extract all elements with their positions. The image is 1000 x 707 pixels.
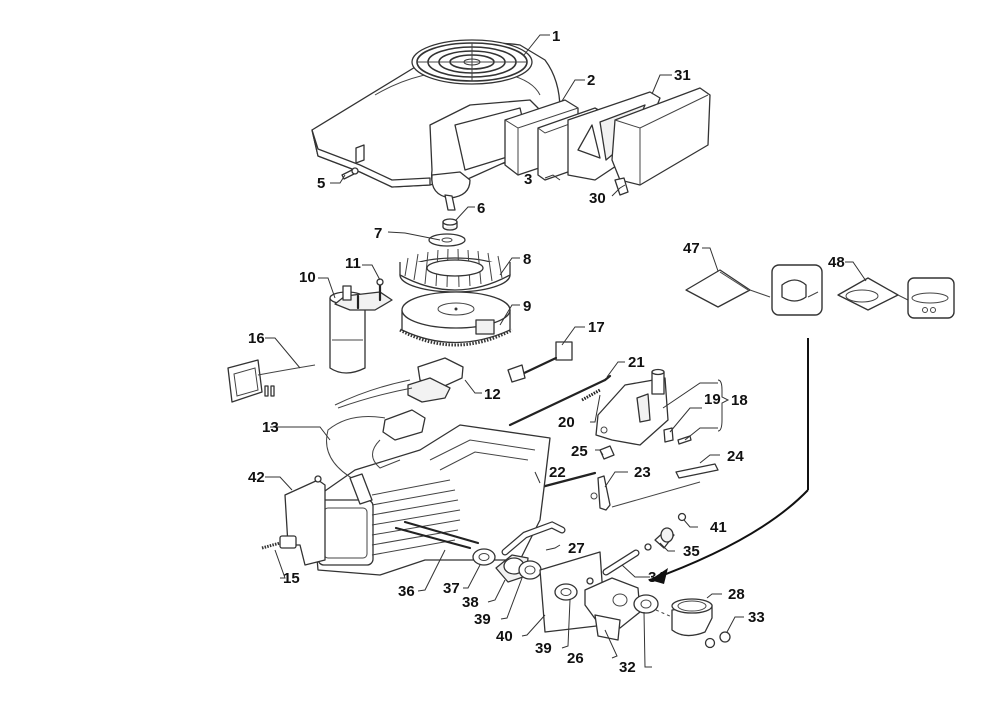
callout-16: 16: [248, 330, 265, 347]
callout-34: 34: [648, 569, 665, 586]
callout-8: 8: [523, 251, 531, 268]
callout-42: 42: [248, 469, 265, 486]
callout-31: 31: [674, 67, 691, 84]
callout-38: 38: [462, 594, 479, 611]
studs[interactable]: [394, 520, 480, 550]
washer[interactable]: [428, 233, 466, 247]
fuel-hose[interactable]: [602, 543, 652, 576]
callout-27: 27: [568, 540, 585, 557]
bolt[interactable]: [599, 445, 615, 460]
carburetor[interactable]: [584, 577, 641, 641]
callout-35: 35: [683, 543, 700, 560]
callout-3: 3: [524, 171, 532, 188]
gasket-32[interactable]: [633, 594, 659, 614]
callout-21: 21: [628, 354, 645, 371]
callout-24: 24: [727, 448, 744, 465]
governor-lever[interactable]: [590, 475, 701, 511]
solenoid[interactable]: [507, 341, 573, 383]
gasket-39[interactable]: [518, 560, 542, 580]
flywheel-nut[interactable]: [442, 218, 458, 231]
flywheel[interactable]: [399, 291, 513, 347]
spring[interactable]: [581, 388, 601, 402]
callout-5: 5: [317, 175, 325, 192]
callout-28: 28: [728, 586, 745, 603]
callout-23: 23: [634, 464, 651, 481]
callout-13: 13: [262, 419, 279, 436]
air-filter-adapter[interactable]: [655, 598, 713, 637]
gasket-kit[interactable]: [837, 277, 955, 319]
callout-10: 10: [299, 269, 316, 286]
governor-link[interactable]: [508, 374, 612, 427]
callout-17: 17: [588, 319, 605, 336]
callout-12: 12: [484, 386, 501, 403]
alternator-coil[interactable]: [334, 357, 464, 409]
callout-1: 1: [552, 28, 560, 45]
callout-40: 40: [496, 628, 513, 645]
callout-9: 9: [523, 298, 531, 315]
callout-26: 26: [567, 650, 584, 667]
callout-36: 36: [398, 583, 415, 600]
spark-plug[interactable]: [261, 535, 297, 550]
callout-7: 7: [374, 225, 382, 242]
callout-32: 32: [619, 659, 636, 676]
kit-pointer-arrow: [649, 338, 809, 584]
nut[interactable]: [704, 631, 731, 649]
callout-25: 25: [571, 443, 588, 460]
callout-39b: 39: [535, 640, 552, 657]
ignition-coil[interactable]: [326, 409, 426, 505]
callout-37: 37: [443, 580, 460, 597]
engine-block[interactable]: [311, 424, 551, 576]
callout-41: 41: [710, 519, 727, 536]
callout-20: 20: [558, 414, 575, 431]
callout-labels: 1 2 3 5 6 7 8 9 10 11 12 13 15 16 17 18 …: [248, 28, 845, 676]
fan-grille-icon: [416, 42, 528, 82]
control-bracket[interactable]: [595, 368, 669, 446]
callout-18: 18: [731, 392, 748, 409]
rectifier[interactable]: [227, 359, 316, 403]
callout-30: 30: [589, 190, 606, 207]
fuel-filter[interactable]: [654, 527, 675, 549]
callout-11: 11: [345, 255, 361, 272]
carburetor-repair-kit[interactable]: [685, 264, 823, 316]
callout-48: 48: [828, 254, 845, 271]
gasket-39b[interactable]: [554, 583, 578, 601]
leader-lines: [265, 34, 867, 668]
callout-39: 39: [474, 611, 491, 628]
callout-15: 15: [283, 570, 300, 587]
callout-47: 47: [683, 240, 700, 257]
callout-22: 22: [549, 464, 566, 481]
screw[interactable]: [341, 167, 359, 180]
starter-motor[interactable]: [329, 285, 393, 374]
callout-6: 6: [477, 200, 485, 217]
callout-33: 33: [748, 609, 765, 626]
hose-clamp[interactable]: [677, 512, 687, 522]
cooling-fan[interactable]: [399, 248, 511, 293]
gasket-37[interactable]: [472, 548, 496, 566]
air-filter-cover[interactable]: [611, 87, 711, 196]
choke-rod[interactable]: [675, 463, 719, 479]
breather-tube[interactable]: [501, 521, 566, 556]
callout-19: 19: [704, 391, 721, 408]
callout-2: 2: [587, 72, 595, 89]
